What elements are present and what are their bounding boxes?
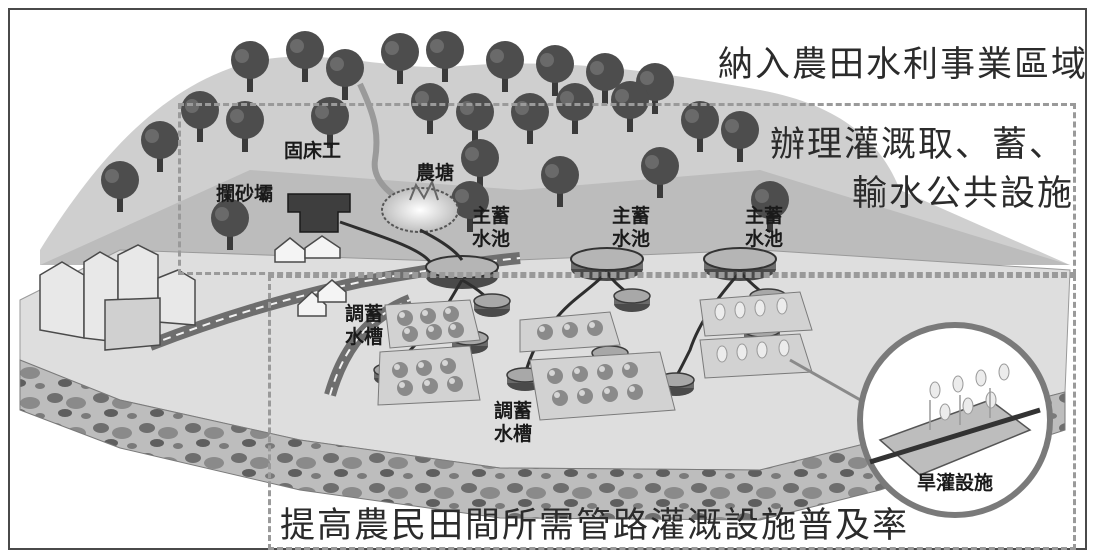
main-pool-label-1-line1: 主蓄 <box>472 205 511 227</box>
regulating-tank-label-2-line1: 調蓄 <box>494 400 533 422</box>
regulating-tank-label-1-line1: 調蓄 <box>345 303 384 325</box>
regulating-tank-label-2-line2: 水槽 <box>494 423 533 445</box>
main-pool-label-1-line2: 水池 <box>472 228 511 250</box>
regulating-tank-label-1-line2: 水槽 <box>345 326 384 348</box>
lower-region-box <box>268 275 1076 550</box>
main-pool-label-3-line2: 水池 <box>745 228 784 250</box>
dry-irrigation-label: 旱灌設施 <box>917 472 994 494</box>
main-pool-label-3: 主蓄 水池 <box>745 205 783 251</box>
farm-pond-label: 農塘 <box>416 162 455 184</box>
main-pool-label-2-line2: 水池 <box>612 228 651 250</box>
regulating-tank-label-2: 調蓄 水槽 <box>494 400 532 446</box>
bed-stabilizer-label: 固床工 <box>284 140 342 162</box>
sediment-dam-label: 攔砂壩 <box>216 183 274 205</box>
regulating-tank-label-1: 調蓄 水槽 <box>345 303 383 349</box>
main-pool-label-2: 主蓄 水池 <box>612 205 650 251</box>
lower-box-label: 提高農民田間所需管路灌溉設施普及率 <box>280 506 910 546</box>
main-pool-label-3-line1: 主蓄 <box>745 205 784 227</box>
upper-region-box <box>178 103 1076 275</box>
top-title: 納入農田水利事業區域 <box>718 45 1089 85</box>
main-pool-label-1: 主蓄 水池 <box>472 205 510 251</box>
main-pool-label-2-line1: 主蓄 <box>612 205 651 227</box>
upper-box-label-line1: 辦理灌溉取、蓄、 <box>770 125 1067 165</box>
upper-box-label-line2: 輸水公共設施 <box>852 174 1075 214</box>
